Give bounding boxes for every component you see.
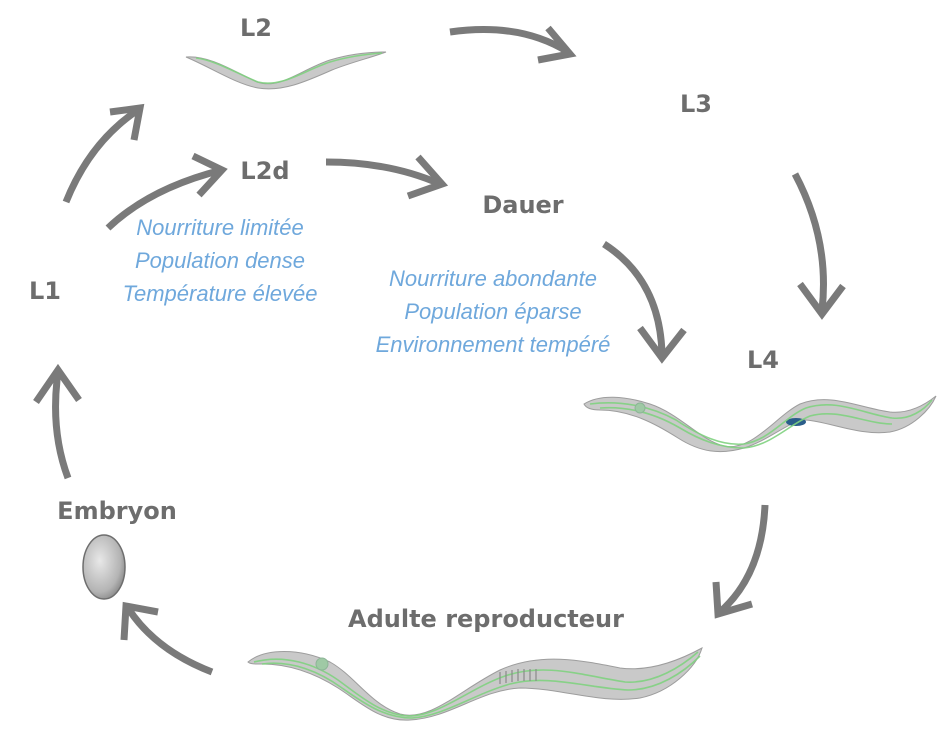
condition-line: Population éparse: [404, 299, 581, 324]
arrow-l1-to-l2d: [105, 152, 228, 231]
condition-line: Nourriture abondante: [389, 266, 597, 291]
label-l1: L1: [29, 277, 61, 305]
label-dauer: Dauer: [482, 191, 563, 219]
label-embryo: Embryon: [57, 497, 177, 525]
label-l3: L3: [680, 90, 712, 118]
arrow-l4-to-adult: [712, 504, 769, 619]
arrow-embryo-to-l1: [33, 363, 82, 480]
label-l2: L2: [240, 14, 272, 42]
arrow-l3-to-l4: [791, 172, 846, 320]
dauer-exit-conditions: Nourriture abondante Population éparse E…: [376, 266, 611, 357]
condition-line: Environnement tempéré: [376, 332, 611, 357]
cycle-arrows: [33, 25, 846, 676]
condition-line: Température élevée: [123, 281, 318, 306]
embryo-egg-icon: [82, 534, 126, 600]
label-l4: L4: [747, 346, 779, 374]
arrow-l2-to-l3: [449, 25, 577, 64]
label-l2d: L2d: [240, 157, 289, 185]
worm-l4-icon: [583, 395, 937, 453]
worm-l2-icon: [185, 51, 387, 90]
label-adult: Adulte reproducteur: [348, 605, 624, 633]
arrow-l1-to-l2: [62, 103, 145, 204]
dauer-entry-conditions: Nourriture limitée Population dense Temp…: [123, 215, 318, 306]
arrow-l2d-to-dauer: [325, 154, 449, 200]
condition-line: Nourriture limitée: [136, 215, 304, 240]
arrow-dauer-to-l4: [602, 241, 687, 364]
worm-adult-icon: [247, 646, 703, 721]
condition-line: Population dense: [135, 248, 305, 273]
arrow-adult-to-embryo: [120, 601, 214, 676]
